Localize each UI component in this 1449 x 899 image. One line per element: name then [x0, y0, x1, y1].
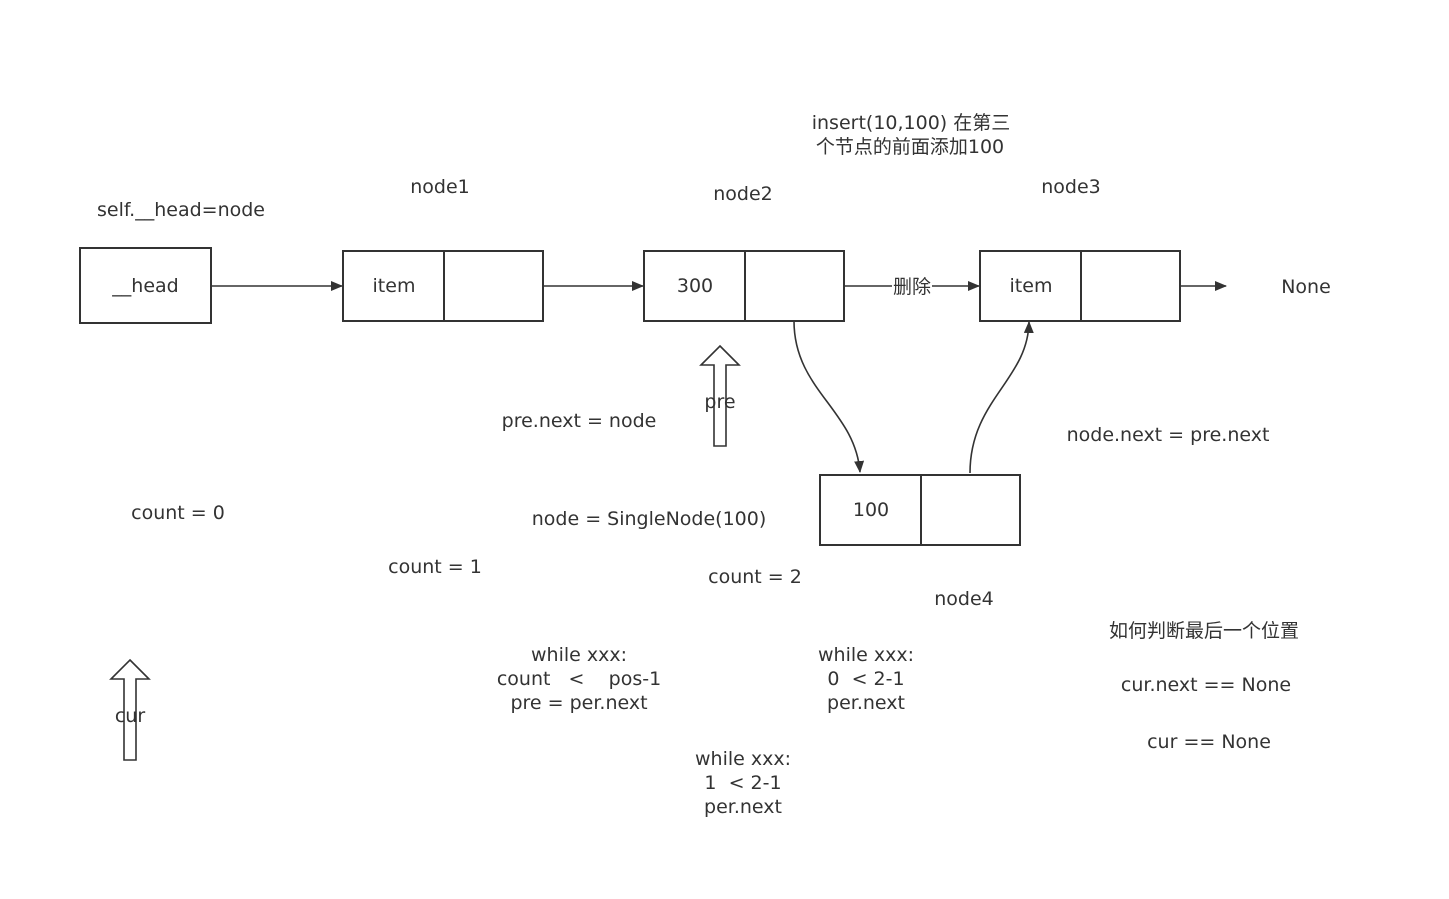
arrow-node4-to-node3 [969, 321, 1034, 474]
node2-next-cell [744, 252, 845, 320]
node-next-pre-next-label: node.next = pre.next [1066, 424, 1270, 446]
insert-line-2: 个节点的前面添加100 [815, 136, 1005, 158]
delete-label: 删除 [891, 275, 933, 299]
while3-line-1: while xxx: [694, 748, 792, 770]
insert-line-1: insert(10,100) 在第三 [811, 112, 1011, 134]
while1-line-3: pre = per.next [510, 692, 648, 714]
node1-title: node1 [410, 176, 470, 198]
node-single-label: node = SingleNode(100) [531, 508, 767, 530]
none-label: None [1281, 276, 1331, 298]
while2-line-3: per.next [827, 692, 905, 714]
head-label: __head [112, 274, 179, 297]
arrow-node2-to-node4 [793, 320, 865, 473]
pre-pointer-arrow [699, 344, 741, 447]
pre-label: pre [704, 391, 736, 413]
node3-box: item [979, 250, 1181, 322]
while2-line-1: while xxx: [817, 644, 915, 666]
cur-label: cur [114, 705, 146, 727]
while2-line-2: 0 < 2-1 [827, 668, 905, 690]
judge-condition-2: cur == None [1147, 731, 1271, 753]
head-box: __head [79, 247, 212, 324]
node1-box: item [342, 250, 544, 322]
node3-title: node3 [1041, 176, 1101, 198]
while3-line-3: per.next [704, 796, 782, 818]
while1-line-1: while xxx: [530, 644, 628, 666]
judge-title: 如何判断最后一个位置 [1108, 620, 1300, 642]
node4-next-cell [920, 476, 1021, 544]
node2-title: node2 [713, 183, 773, 205]
count0-label: count = 0 [131, 502, 225, 524]
node4-title: node4 [934, 588, 994, 610]
pre-next-node-label: pre.next = node [501, 410, 657, 432]
self-head-label: self.__head=node [97, 199, 265, 221]
cur-pointer-arrow [109, 658, 151, 761]
node1-item-cell: item [372, 275, 416, 297]
node2-item-cell: 300 [676, 275, 714, 297]
node3-next-cell [1080, 252, 1181, 320]
node4-item-cell: 100 [852, 499, 890, 521]
while3-line-2: 1 < 2-1 [704, 772, 782, 794]
count1-label: count = 1 [388, 556, 482, 578]
node4-box: 100 [819, 474, 1021, 546]
count2-label: count = 2 [708, 566, 802, 588]
while1-line-2: count < pos-1 [496, 668, 662, 690]
judge-condition-1: cur.next == None [1120, 674, 1292, 696]
node1-next-cell [443, 252, 544, 320]
node3-item-cell: item [1009, 275, 1053, 297]
node2-box: 300 [643, 250, 845, 322]
